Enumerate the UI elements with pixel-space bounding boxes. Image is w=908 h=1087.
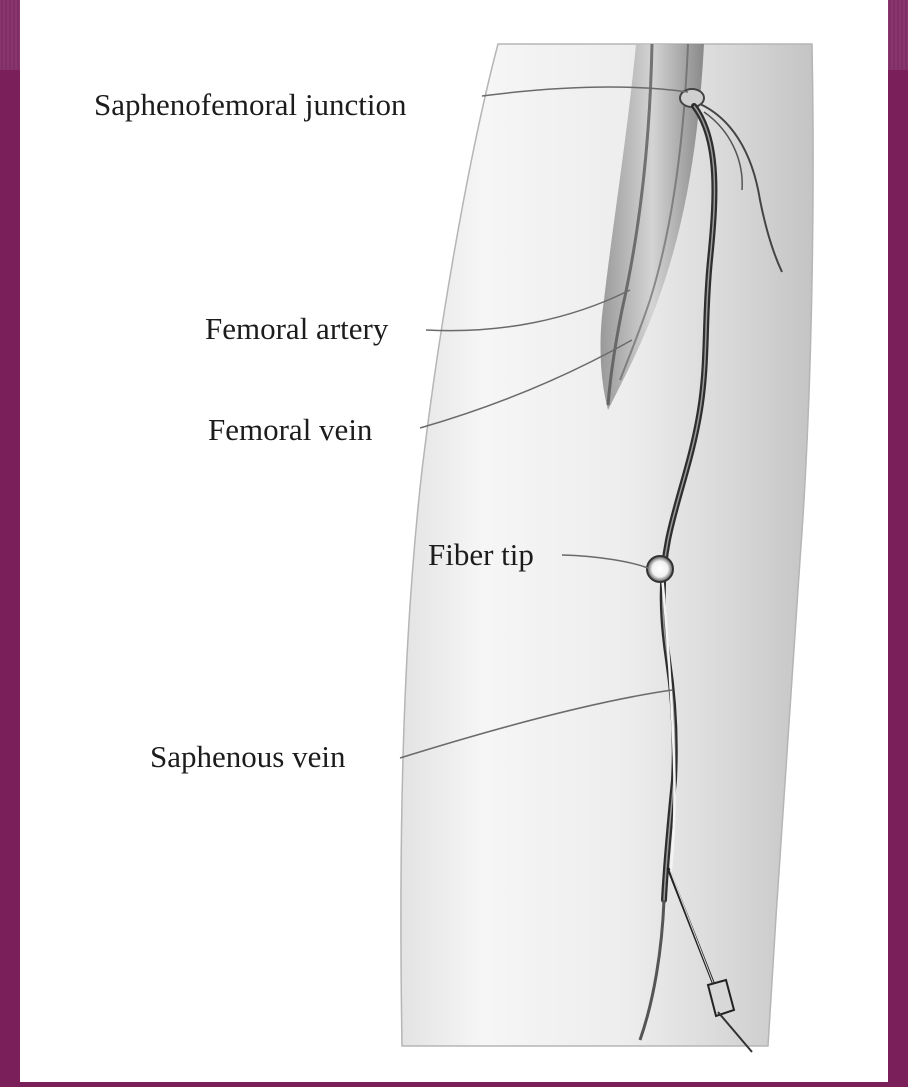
label-saphenofemoral-junction: Saphenofemoral junction: [94, 89, 407, 120]
label-femoral-artery: Femoral artery: [205, 313, 388, 344]
label-femoral-vein: Femoral vein: [208, 414, 372, 445]
label-saphenous-vein: Saphenous vein: [150, 741, 345, 772]
fiber-tip-marker: [647, 556, 673, 582]
label-fiber-tip: Fiber tip: [428, 539, 534, 570]
